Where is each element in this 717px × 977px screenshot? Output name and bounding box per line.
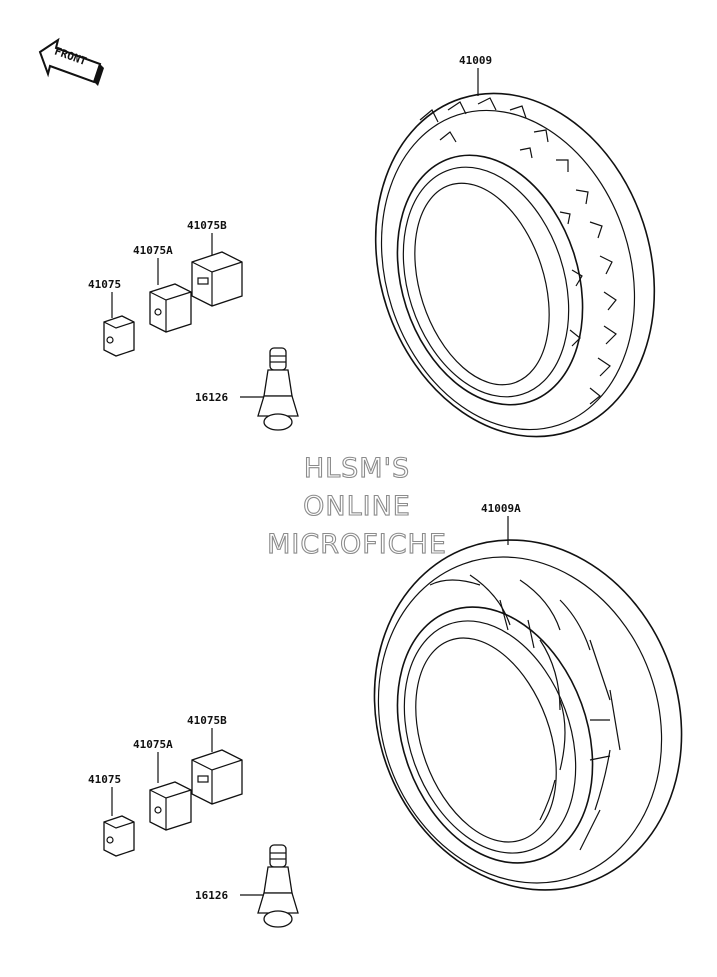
label-16126-top[interactable]: 16126 — [195, 391, 228, 404]
balance-weight-41075-bottom[interactable] — [103, 815, 135, 857]
balance-weight-41075A-top[interactable] — [149, 283, 192, 333]
watermark-line3: MICROFICHE — [267, 529, 447, 560]
balance-weight-41075B-bottom[interactable] — [191, 749, 243, 805]
balance-weight-41075-top[interactable] — [103, 315, 135, 357]
front-arrow-icon: FRONT — [38, 37, 104, 86]
label-41075B-top[interactable]: 41075B — [187, 219, 227, 232]
balance-weight-41075B-top[interactable] — [191, 251, 243, 307]
watermark-line2: ONLINE — [303, 491, 411, 522]
tire-41009A[interactable] — [326, 496, 717, 933]
label-41075-top[interactable]: 41075 — [88, 278, 121, 291]
label-41009A[interactable]: 41009A — [481, 502, 521, 515]
balance-weight-41075A-bottom[interactable] — [149, 781, 192, 831]
tire-41009[interactable] — [333, 57, 698, 473]
label-41009[interactable]: 41009 — [459, 54, 492, 67]
label-41075A-top[interactable]: 41075A — [133, 244, 173, 257]
label-41075A-bottom[interactable]: 41075A — [133, 738, 173, 751]
valve-stem-16126-bottom[interactable] — [257, 844, 299, 928]
watermark-line1: HLSM'S — [304, 453, 410, 484]
valve-stem-16126-top[interactable] — [257, 347, 299, 431]
label-41075-bottom[interactable]: 41075 — [88, 773, 121, 786]
label-41075B-bottom[interactable]: 41075B — [187, 714, 227, 727]
label-16126-bottom[interactable]: 16126 — [195, 889, 228, 902]
watermark: HLSM'S ONLINE MICROFICHE — [267, 452, 447, 560]
